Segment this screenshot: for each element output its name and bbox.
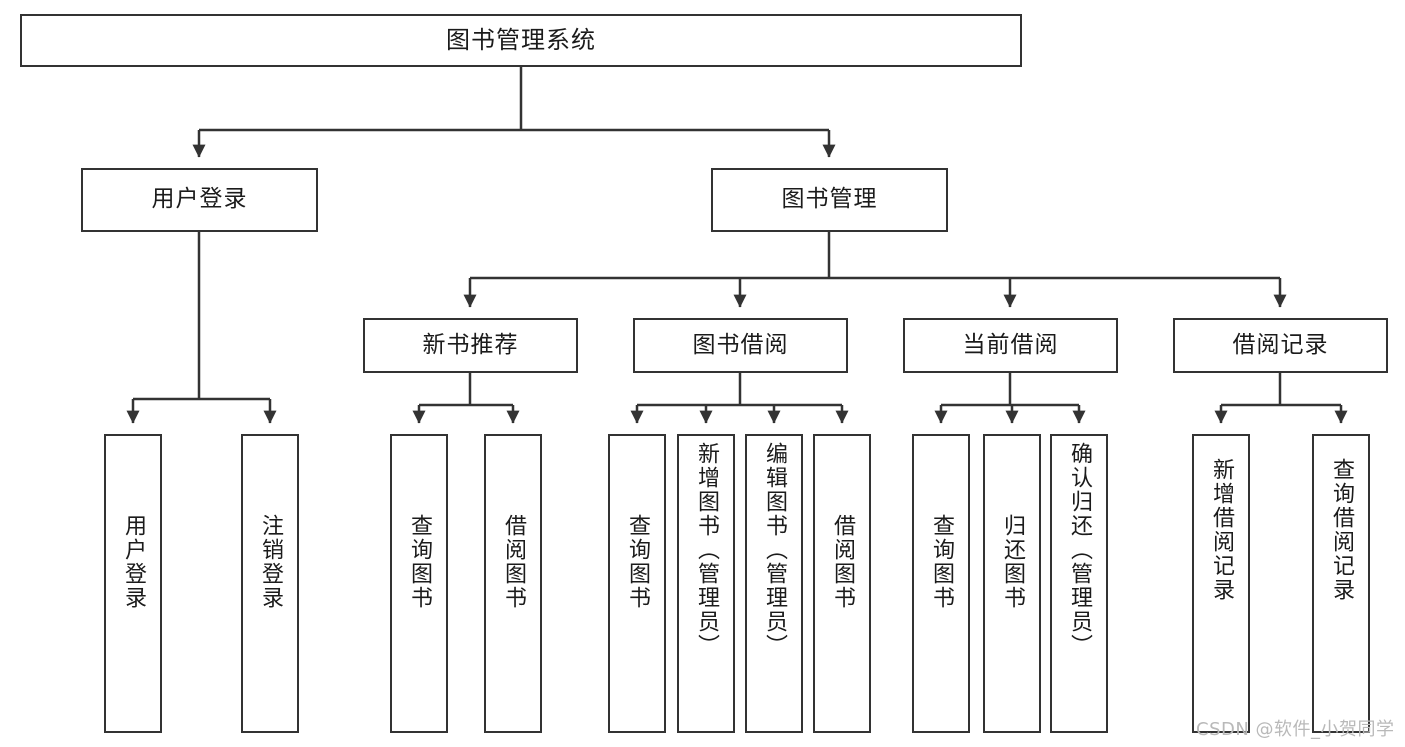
csdn-watermark: CSDN @软件_小贺同学 xyxy=(1196,719,1395,740)
node-book-management: 图书管理 xyxy=(711,168,948,232)
node-label: 查询图书 xyxy=(407,514,432,610)
node-label: 注销登录 xyxy=(258,514,283,610)
node-label: 新增图书（管理员） xyxy=(694,442,719,658)
node-leaf-logout: 注销登录 xyxy=(241,434,299,733)
node-current-borrow: 当前借阅 xyxy=(903,318,1118,373)
node-label: 编辑图书（管理员） xyxy=(762,442,787,658)
node-leaf-add-borrow-record: 新增借阅记录 xyxy=(1192,434,1250,733)
node-label: 图书管理系统 xyxy=(446,26,596,55)
node-label: 查询图书 xyxy=(929,514,954,610)
node-leaf-query-book-2: 查询图书 xyxy=(608,434,666,733)
node-label: 新增借阅记录 xyxy=(1209,458,1234,602)
node-leaf-query-borrow-record: 查询借阅记录 xyxy=(1312,434,1370,733)
node-leaf-return-book: 归还图书 xyxy=(983,434,1041,733)
node-label: 图书管理 xyxy=(781,186,878,213)
node-leaf-edit-book-admin: 编辑图书（管理员） xyxy=(745,434,803,733)
node-label: 查询图书 xyxy=(625,514,650,610)
node-leaf-user-login: 用户登录 xyxy=(104,434,162,733)
node-label: 图书借阅 xyxy=(692,331,789,358)
node-label: 用户登录 xyxy=(151,186,248,213)
node-label: 新书推荐 xyxy=(422,331,519,358)
node-label: 确认归还（管理员） xyxy=(1067,442,1092,658)
node-label: 归还图书 xyxy=(1000,514,1025,610)
node-leaf-borrow-book-2: 借阅图书 xyxy=(813,434,871,733)
node-borrow-record: 借阅记录 xyxy=(1173,318,1388,373)
node-root-system-title: 图书管理系统 xyxy=(20,14,1022,67)
node-leaf-query-book-3: 查询图书 xyxy=(912,434,970,733)
node-leaf-borrow-book-1: 借阅图书 xyxy=(484,434,542,733)
node-label: 用户登录 xyxy=(121,514,146,610)
node-book-borrow: 图书借阅 xyxy=(633,318,848,373)
node-leaf-add-book-admin: 新增图书（管理员） xyxy=(677,434,735,733)
node-label: 查询借阅记录 xyxy=(1329,458,1354,602)
node-leaf-confirm-return-admin: 确认归还（管理员） xyxy=(1050,434,1108,733)
node-user-login: 用户登录 xyxy=(81,168,318,232)
node-label: 借阅图书 xyxy=(501,514,526,610)
node-new-book-recommend: 新书推荐 xyxy=(363,318,578,373)
node-label: 当前借阅 xyxy=(962,331,1059,358)
node-label: 借阅图书 xyxy=(830,514,855,610)
node-leaf-query-book-1: 查询图书 xyxy=(390,434,448,733)
node-label: 借阅记录 xyxy=(1232,331,1329,358)
